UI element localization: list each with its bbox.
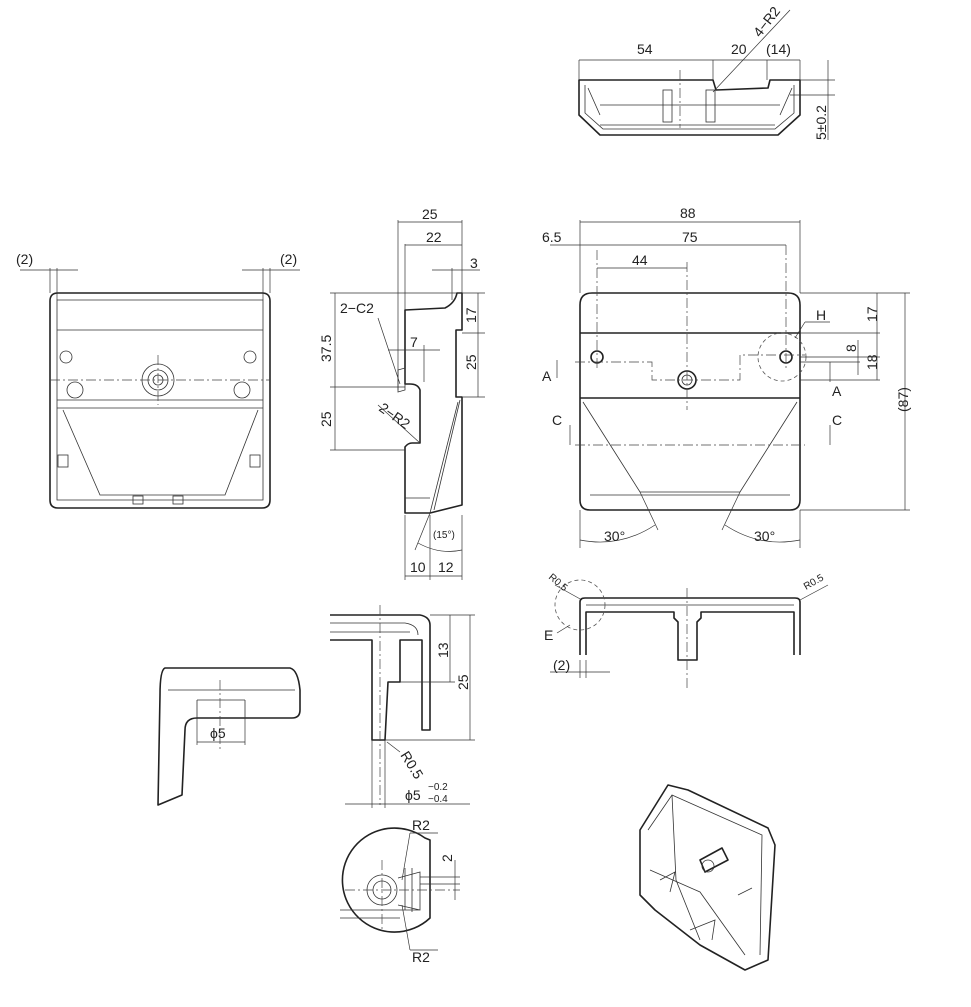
dim-75: 75 [682, 229, 698, 245]
dim-2: 2 [439, 854, 455, 862]
pin-radius: R0.5 [397, 748, 426, 782]
dim-88: 88 [680, 205, 696, 221]
dim-37-5: 37.5 [318, 335, 334, 362]
dim-18: 18 [864, 354, 880, 370]
dim-13: 13 [435, 642, 451, 658]
detail-h-label: H [816, 307, 826, 323]
dim-25-c: 25 [318, 411, 334, 427]
dim-10: 10 [410, 559, 426, 575]
dim-25-b: 25 [463, 354, 479, 370]
section-c-right: C [832, 412, 842, 428]
section-a-left: A [542, 368, 552, 384]
boss-detail: ϕ5 [157, 667, 301, 806]
section-c-left: C [552, 412, 562, 428]
height-dim: (87) [895, 387, 911, 412]
front-view: 88 6.5 75 44 H 17 8 18 A A C C (87) 30° … [542, 205, 911, 548]
radius-note: 2−R2 [376, 399, 413, 432]
pin-diameter: ϕ5 [405, 787, 421, 803]
radius-top: R2 [412, 817, 430, 833]
angle-left: 30° [604, 528, 625, 544]
dim-12: 12 [438, 559, 454, 575]
dim-22: 22 [426, 229, 442, 245]
pin-detail: 13 25 R0.5 ϕ5 −0.2 −0.4 [330, 605, 475, 808]
dim-14: (14) [766, 41, 791, 57]
depth-dim: 5±0.2 [813, 105, 829, 140]
dim-54: 54 [637, 41, 653, 57]
section-a-right: A [832, 383, 842, 399]
radius-note: 4−R2 [750, 3, 784, 40]
boss-diameter: ϕ5 [210, 725, 226, 741]
back-view: (2) (2) [16, 251, 300, 509]
dim-25: 25 [422, 206, 438, 222]
gap-left: (2) [16, 251, 33, 267]
dim-17: 17 [864, 306, 880, 322]
dim-6-5: 6.5 [542, 229, 562, 245]
dim-25: 25 [455, 674, 471, 690]
radius-bottom: R2 [412, 949, 430, 965]
angle-note: (15°) [433, 530, 455, 541]
gap-dim: (2) [553, 657, 570, 673]
radius-right: R0.5 [802, 572, 826, 592]
dim-8: 8 [843, 344, 859, 352]
dim-20: 20 [731, 41, 747, 57]
dim-7: 7 [410, 334, 418, 350]
detail-h: R2 2 R2 [340, 817, 460, 965]
side-view: 25 22 3 2−C2 37.5 7 17 25 25 2−R2 (15°) … [318, 206, 485, 580]
dim-17: 17 [463, 307, 479, 323]
isometric-view [639, 784, 776, 971]
angle-right: 30° [754, 528, 775, 544]
top-view: 54 20 (14) 4−R2 5±0.2 [578, 3, 835, 140]
chamfer-note: 2−C2 [340, 300, 374, 316]
tol-lower: −0.4 [428, 794, 448, 805]
dim-3: 3 [470, 255, 478, 271]
detail-e-label: E [544, 627, 553, 643]
section-view: R0.5 R0.5 E (2) [544, 572, 829, 690]
gap-right: (2) [280, 251, 297, 267]
tol-upper: −0.2 [428, 782, 448, 793]
dim-44: 44 [632, 252, 648, 268]
